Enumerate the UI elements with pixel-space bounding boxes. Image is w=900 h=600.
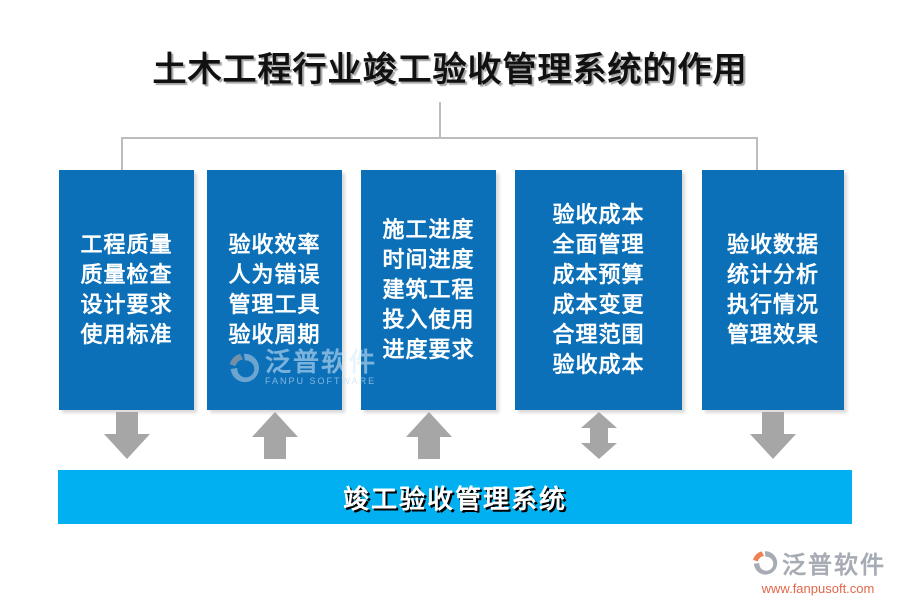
page-title: 土木工程行业竣工验收管理系统的作用 [152, 52, 748, 89]
watermark-brand: 泛普软件 [782, 553, 886, 579]
feature-box-line: 投入使用 [382, 307, 475, 332]
feature-box-col: 验收数据统计分析执行情况管理效果 [702, 170, 844, 459]
feature-box-line: 施工进度 [382, 217, 475, 242]
feature-box: 工程质量质量检查设计要求使用标准 [59, 170, 194, 410]
feature-box-col: 施工进度时间进度建筑工程投入使用进度要求 [361, 170, 496, 459]
connector-line-left [121, 137, 123, 171]
feature-box: 验收成本全面管理成本预算成本变更合理范围验收成本 [515, 170, 682, 410]
feature-box-line: 验收成本 [552, 202, 645, 227]
feature-box-line: 管理效果 [726, 322, 819, 347]
system-bar: 竣工验收管理系统 [58, 470, 852, 524]
feature-box-line: 验收效率 [228, 232, 321, 257]
connector-line-center [439, 102, 441, 138]
feature-box-line: 执行情况 [726, 292, 819, 317]
arrow-up-icon [251, 412, 298, 459]
arrow-up-icon [405, 412, 452, 459]
feature-box-line: 验收周期 [228, 322, 321, 347]
feature-box-col: 验收效率人为错误管理工具验收周期 [207, 170, 342, 459]
feature-box-line: 进度要求 [382, 337, 475, 362]
feature-box-line: 验收数据 [726, 232, 819, 257]
arrow-down-icon [750, 412, 796, 459]
fanpu-logo-icon [753, 550, 778, 575]
watermark-corner: 泛普软件 www.fanpusoft.com [750, 545, 886, 596]
feature-box: 验收效率人为错误管理工具验收周期 [207, 170, 342, 410]
arrow-down-icon [103, 412, 150, 459]
watermark-url: www.fanpusoft.com [761, 581, 875, 596]
system-bar-label: 竣工验收管理系统 [342, 484, 567, 514]
feature-box-line: 全面管理 [552, 232, 645, 257]
feature-box-line: 工程质量 [80, 232, 173, 257]
feature-box-line: 成本变更 [552, 292, 645, 317]
feature-box-line: 合理范围 [552, 322, 645, 347]
feature-box-col: 工程质量质量检查设计要求使用标准 [59, 170, 194, 459]
feature-box-line: 设计要求 [80, 292, 173, 317]
feature-box-line: 质量检查 [80, 262, 173, 287]
feature-box-col: 验收成本全面管理成本预算成本变更合理范围验收成本 [515, 170, 682, 459]
feature-box: 验收数据统计分析执行情况管理效果 [702, 170, 844, 410]
feature-box-line: 成本预算 [552, 262, 645, 287]
feature-box-line: 使用标准 [80, 322, 173, 347]
feature-box-line: 管理工具 [228, 292, 321, 317]
feature-box-line: 人为错误 [228, 262, 321, 287]
feature-box-line: 时间进度 [382, 247, 475, 272]
feature-box: 施工进度时间进度建筑工程投入使用进度要求 [361, 170, 496, 410]
feature-box-line: 建筑工程 [382, 277, 475, 302]
feature-box-line: 统计分析 [726, 262, 819, 287]
arrow-both-icon [580, 412, 617, 459]
feature-box-line: 验收成本 [552, 352, 645, 377]
connector-line-horizontal [121, 137, 758, 139]
connector-line-right [756, 137, 758, 171]
